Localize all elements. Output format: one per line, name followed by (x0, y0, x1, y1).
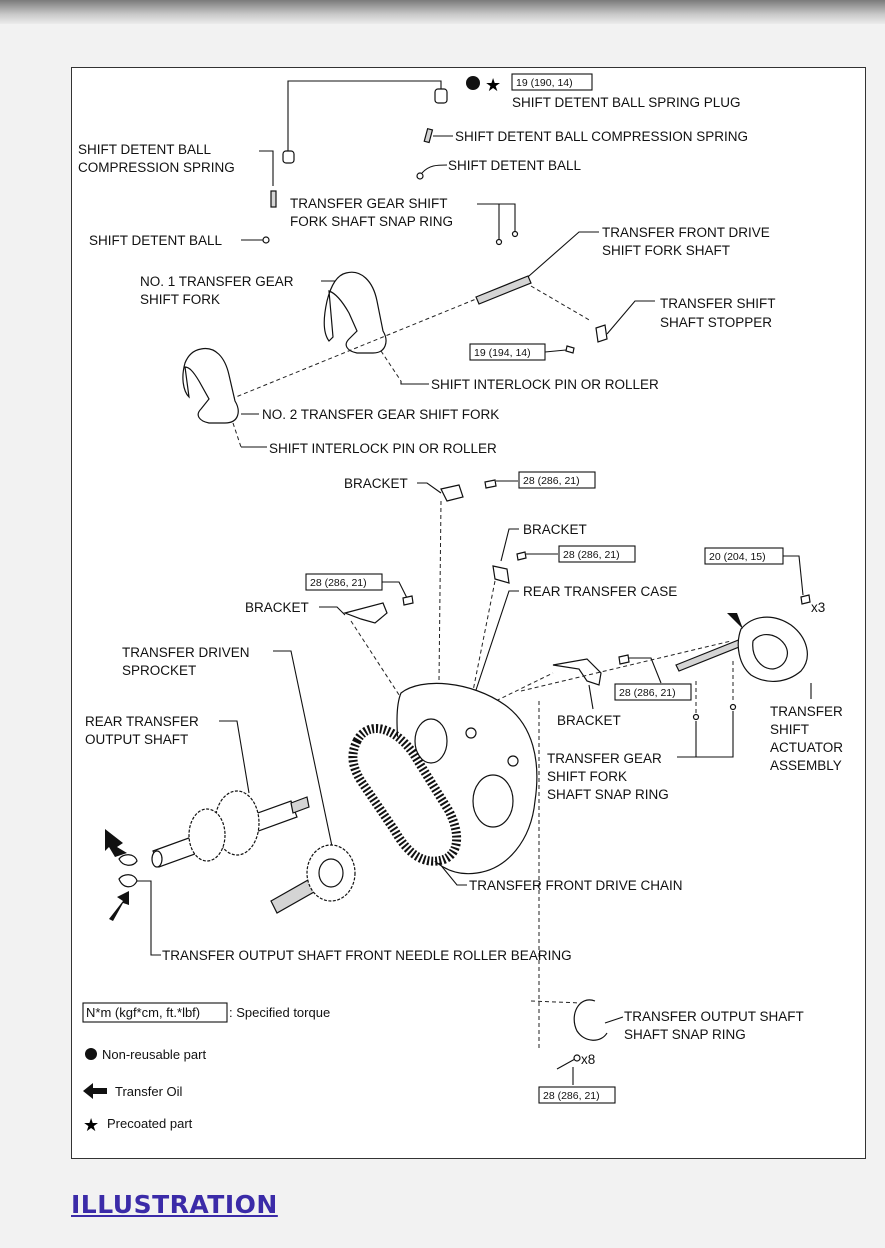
torque-box (538, 1086, 616, 1104)
diagram-canvas: ★ 19 (190, 14) SHIFT DETENT BALL SPRING … (78, 73, 843, 1135)
oil-arrow-icon (105, 829, 127, 857)
torque-value: 19 (194, 14) (474, 347, 531, 359)
label-drive-chain: TRANSFER FRONT DRIVE CHAIN (469, 878, 683, 893)
oil-arrow-icon (109, 891, 129, 921)
label-front-fork-shaft-2: SHIFT FORK SHAFT (602, 243, 730, 258)
shift-actuator: TRANSFER SHIFT ACTUATOR ASSEMBLY (675, 613, 843, 773)
label-comp-spring-left-2: COMPRESSION SPRING (78, 160, 235, 175)
oil-arrow-icon (83, 1083, 107, 1099)
bracket-2: BRACKET 28 (286, 21) (472, 522, 636, 692)
label-spring-plug: SHIFT DETENT BALL SPRING PLUG (512, 95, 741, 110)
front-drive-chain: TRANSFER FRONT DRIVE CHAIN (348, 724, 683, 893)
case-bolts: x8 28 (286, 21) (538, 1052, 616, 1104)
actuator-torque: 20 (204, 15) x3 (704, 547, 825, 615)
label-snap-ring-mid-3: SHAFT SNAP RING (547, 787, 669, 802)
label-bracket-2: BRACKET (523, 522, 587, 537)
label-snap-ring-mid-1: TRANSFER GEAR (547, 751, 662, 766)
label-actuator-4: ASSEMBLY (770, 758, 842, 773)
snap-ring-middle: TRANSFER GEAR SHIFT FORK SHAFT SNAP RING (547, 661, 737, 802)
label-comp-spring-left-1: SHIFT DETENT BALL (78, 142, 212, 157)
label-actuator-2: SHIFT (770, 722, 809, 737)
bracket-3: 28 (286, 21) BRACKET (245, 573, 414, 702)
compression-spring-right: SHIFT DETENT BALL COMPRESSION SPRING (423, 127, 748, 144)
label-no1-fork-1: NO. 1 TRANSFER GEAR (140, 274, 294, 289)
legend-torque-text: : Specified torque (229, 1005, 330, 1020)
spring-plug-part: ★ 19 (190, 14) SHIFT DETENT BALL SPRING … (287, 73, 741, 151)
compression-spring-left: SHIFT DETENT BALL COMPRESSION SPRING (78, 142, 295, 208)
label-bracket-3: BRACKET (245, 600, 309, 615)
detent-ball-left: SHIFT DETENT BALL (89, 233, 270, 248)
torque-value: 28 (286, 21) (543, 1090, 600, 1102)
torque-value: 20 (204, 15) (709, 551, 766, 563)
no2-fork: NO. 2 TRANSFER GEAR SHIFT FORK SHIFT INT… (182, 347, 499, 456)
output-snap-ring: TRANSFER OUTPUT SHAFT SHAFT SNAP RING (530, 999, 804, 1042)
snap-ring-top: TRANSFER GEAR SHIFT FORK SHAFT SNAP RING (290, 196, 519, 246)
label-bracket-1: BRACKET (344, 476, 408, 491)
torque-box (518, 471, 596, 489)
label-actuator-1: TRANSFER (770, 704, 843, 719)
interlock-1: SHIFT INTERLOCK PIN OR ROLLER (400, 377, 659, 392)
precoated-star-icon: ★ (83, 1115, 99, 1135)
precoated-star-icon: ★ (485, 75, 501, 95)
non-reusable-icon (85, 1048, 97, 1060)
torque-value: 19 (190, 14) (516, 77, 573, 89)
label-no2-fork: NO. 2 TRANSFER GEAR SHIFT FORK (262, 407, 499, 422)
label-actuator-3: ACTUATOR (770, 740, 843, 755)
label-comp-spring-right: SHIFT DETENT BALL COMPRESSION SPRING (455, 129, 748, 144)
shaft-stopper: TRANSFER SHIFT SHAFT STOPPER 19 (194, 14… (469, 296, 776, 361)
rear-case-label: REAR TRANSFER CASE (468, 584, 677, 712)
bracket-1: BRACKET 28 (286, 21) (344, 471, 596, 682)
needle-bearing: TRANSFER OUTPUT SHAFT FRONT NEEDLE ROLLE… (105, 829, 572, 963)
legend-torque-box-text: N*m (kgf*cm, ft.*lbf) (86, 1005, 200, 1020)
torque-value: 28 (286, 21) (619, 687, 676, 699)
label-detent-ball-left: SHIFT DETENT BALL (89, 233, 223, 248)
torque-value: 28 (286, 21) (563, 549, 620, 561)
no1-fork: NO. 1 TRANSFER GEAR SHIFT FORK (140, 271, 402, 382)
driven-sprocket: TRANSFER DRIVEN SPROCKET (122, 645, 356, 914)
oil-arrow-icon (727, 613, 743, 629)
label-stopper-2: SHAFT STOPPER (660, 315, 772, 330)
bracket-4: 28 (286, 21) BRACKET (470, 640, 732, 728)
legend-non-reusable: Non-reusable part (102, 1047, 206, 1062)
legend: N*m (kgf*cm, ft.*lbf) : Specified torque… (82, 1002, 330, 1135)
label-x3: x3 (811, 600, 825, 615)
label-rear-output-1: REAR TRANSFER (85, 714, 199, 729)
label-driven-sprocket-2: SPROCKET (122, 663, 196, 678)
label-interlock-2: SHIFT INTERLOCK PIN OR ROLLER (269, 441, 497, 456)
label-front-fork-shaft-1: TRANSFER FRONT DRIVE (602, 225, 770, 240)
label-rear-case: REAR TRANSFER CASE (523, 584, 677, 599)
label-output-snap-1: TRANSFER OUTPUT SHAFT (624, 1009, 804, 1024)
label-bracket-4: BRACKET (557, 713, 621, 728)
rear-transfer-case (396, 682, 540, 1051)
torque-value: 28 (286, 21) (523, 475, 580, 487)
label-output-snap-2: SHAFT SNAP RING (624, 1027, 746, 1042)
label-snap-ring-top-1: TRANSFER GEAR SHIFT (290, 196, 448, 211)
label-needle-bearing: TRANSFER OUTPUT SHAFT FRONT NEEDLE ROLLE… (162, 948, 572, 963)
label-detent-ball-right: SHIFT DETENT BALL (448, 158, 582, 173)
torque-box (511, 73, 593, 91)
label-snap-ring-mid-2: SHIFT FORK (547, 769, 627, 784)
exploded-diagram: ★ 19 (190, 14) SHIFT DETENT BALL SPRING … (71, 67, 866, 1159)
non-reusable-icon (466, 76, 480, 90)
label-x8: x8 (581, 1052, 595, 1067)
torque-value: 28 (286, 21) (310, 577, 367, 589)
torque-box (614, 683, 692, 701)
label-driven-sprocket-1: TRANSFER DRIVEN (122, 645, 250, 660)
rear-output-shaft: REAR TRANSFER OUTPUT SHAFT (85, 714, 310, 868)
detent-ball-right: SHIFT DETENT BALL (416, 158, 582, 180)
label-rear-output-2: OUTPUT SHAFT (85, 732, 188, 747)
label-snap-ring-top-2: FORK SHAFT SNAP RING (290, 214, 453, 229)
label-interlock-1: SHIFT INTERLOCK PIN OR ROLLER (431, 377, 659, 392)
legend-precoated: Precoated part (107, 1116, 193, 1131)
top-shadow-bar (0, 0, 885, 24)
illustration-link[interactable]: ILLUSTRATION (71, 1190, 278, 1219)
label-stopper-1: TRANSFER SHIFT (660, 296, 776, 311)
legend-torque-box (82, 1002, 228, 1023)
label-no1-fork-2: SHIFT FORK (140, 292, 220, 307)
front-fork-shaft: TRANSFER FRONT DRIVE SHIFT FORK SHAFT (475, 225, 770, 322)
torque-box (558, 545, 636, 563)
legend-transfer-oil: Transfer Oil (115, 1084, 183, 1099)
